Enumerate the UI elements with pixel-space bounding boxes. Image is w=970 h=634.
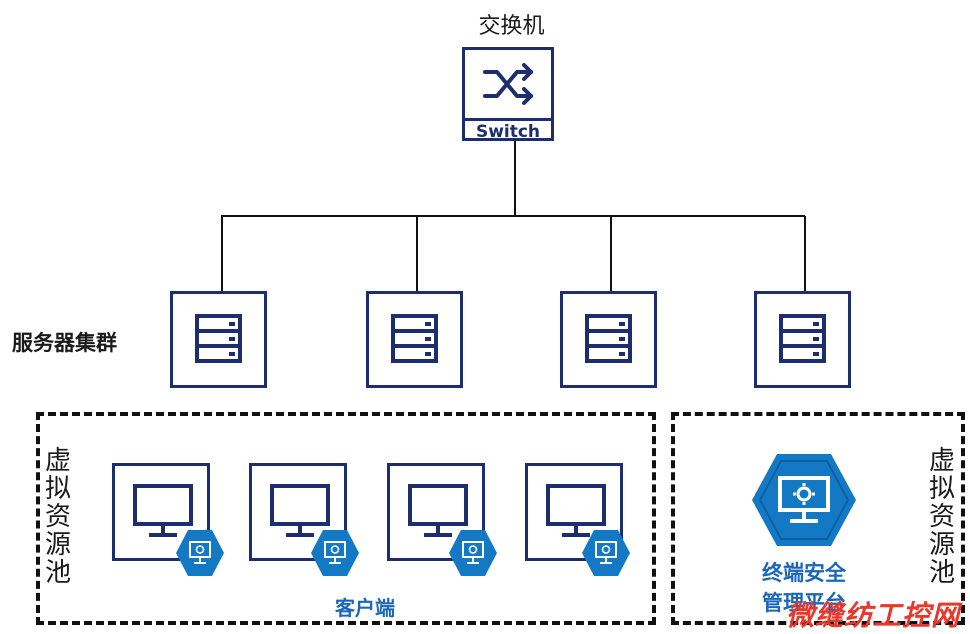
server-1 xyxy=(170,291,267,388)
client-label: 客户端 xyxy=(335,596,395,620)
switch-device-label: Switch xyxy=(475,122,541,142)
security-platform-icon xyxy=(752,454,856,546)
switch-title: 交换机 xyxy=(478,14,545,39)
server-rack-icon xyxy=(779,314,826,363)
server-rack-icon xyxy=(195,314,242,363)
security-badge-icon xyxy=(311,530,359,576)
server-rack-icon xyxy=(585,314,632,363)
client-2 xyxy=(249,463,347,561)
monitor-icon xyxy=(270,484,330,537)
server-rack-icon xyxy=(391,314,438,363)
virtual-pool-right-label: 虚拟资源池 xyxy=(928,446,955,588)
virtual-pool-left-label: 虚拟资源池 xyxy=(44,446,71,588)
security-badge-icon xyxy=(582,530,630,576)
switch-arrows-icon xyxy=(483,63,533,105)
server-4 xyxy=(754,291,851,388)
server-3 xyxy=(560,291,657,388)
server-cluster-label: 服务器集群 xyxy=(12,331,117,355)
platform-label: 终端安全管理平台 xyxy=(762,561,846,615)
virtual-pool-left xyxy=(36,412,656,625)
watermark: 微缝纺工控网 xyxy=(786,599,961,632)
monitor-icon xyxy=(546,484,606,537)
security-badge-icon xyxy=(449,530,497,576)
virtual-pool-right xyxy=(671,412,965,625)
monitor-icon xyxy=(133,484,193,537)
security-badge-icon xyxy=(176,530,224,576)
switch-device: Switch xyxy=(462,47,554,142)
server-2 xyxy=(366,291,463,388)
monitor-icon xyxy=(408,484,468,537)
